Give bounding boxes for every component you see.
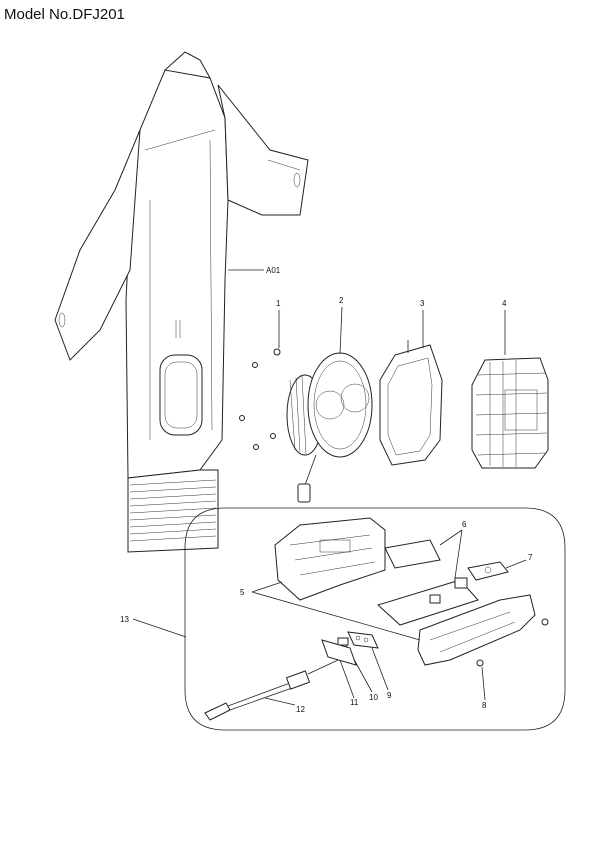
jacket-part-a01 bbox=[54, 51, 309, 553]
label-3: 3 bbox=[420, 299, 425, 308]
label-12: 12 bbox=[296, 705, 305, 714]
cable-plug-part-12 bbox=[204, 659, 339, 721]
label-9: 9 bbox=[387, 691, 392, 700]
label-4: 4 bbox=[502, 299, 507, 308]
label-1: 1 bbox=[276, 299, 281, 308]
screw-part-1 bbox=[239, 348, 281, 450]
terminal-part-9 bbox=[347, 631, 379, 649]
fan-part-2 bbox=[286, 352, 373, 503]
label-2: 2 bbox=[339, 296, 344, 305]
model-title: Model No.DFJ201 bbox=[4, 6, 125, 23]
label-13: 13 bbox=[120, 615, 129, 624]
label-7: 7 bbox=[528, 553, 533, 562]
label-5: 5 bbox=[240, 588, 245, 597]
connector-part-10 bbox=[337, 637, 349, 646]
switch-part-7 bbox=[467, 561, 509, 581]
gasket-part-3 bbox=[379, 340, 443, 466]
label-a01: A01 bbox=[266, 266, 281, 275]
housing-part-5 bbox=[274, 517, 536, 666]
label-10: 10 bbox=[369, 693, 378, 702]
circuit-board-part-6 bbox=[377, 539, 479, 626]
label-8: 8 bbox=[482, 701, 487, 710]
fan-cover-part-4 bbox=[471, 357, 549, 469]
screw-part-8 bbox=[476, 618, 549, 667]
battery-holder-frame bbox=[184, 507, 566, 731]
label-6: 6 bbox=[462, 520, 467, 529]
label-11: 11 bbox=[350, 698, 359, 707]
plate-part-11 bbox=[321, 639, 357, 666]
